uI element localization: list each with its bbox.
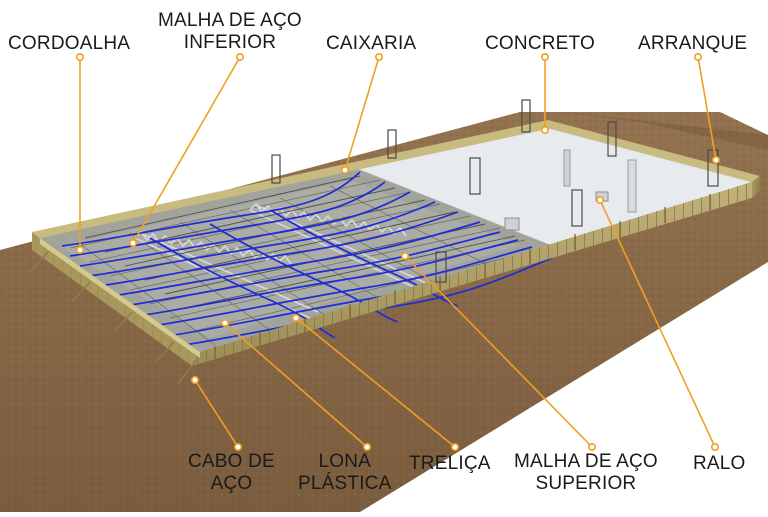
- label-malha-inferior-line1: MALHA DE AÇO: [158, 10, 302, 31]
- label-trelica-text: TRELIÇA: [409, 453, 491, 474]
- label-arranque-text: ARRANQUE: [638, 33, 748, 54]
- label-arranque: ARRANQUE: [638, 33, 747, 55]
- starter-bars: [271, 99, 719, 283]
- label-trelica: TRELIÇA: [409, 453, 491, 475]
- tendon-cables: [61, 171, 553, 346]
- label-lona-plastica: LONA PLÁSTICA: [298, 451, 391, 495]
- label-malha-inferior: MALHA DE AÇO INFERIOR: [158, 10, 302, 54]
- label-malha-superior-line2: SUPERIOR: [535, 473, 637, 494]
- label-ralo-text: RALO: [693, 453, 746, 474]
- label-malha-superior: MALHA DE AÇO SUPERIOR: [514, 451, 658, 495]
- label-concreto-text: CONCRETO: [485, 33, 595, 54]
- label-ralo: RALO: [693, 453, 746, 475]
- label-cabo-de-aco: CABO DE AÇO: [188, 451, 275, 495]
- label-cabo-de-aco-line1: CABO DE: [188, 451, 275, 472]
- label-cordoalha: CORDOALHA: [8, 33, 130, 55]
- label-cordoalha-text: CORDOALHA: [8, 33, 131, 54]
- label-lona-plastica-line1: LONA: [318, 451, 371, 472]
- formwork: [29, 120, 760, 385]
- label-caixaria-text: CAIXARIA: [326, 33, 417, 54]
- label-malha-inferior-line2: INFERIOR: [183, 32, 277, 53]
- label-malha-superior-line1: MALHA DE AÇO: [514, 451, 658, 472]
- label-lona-plastica-line2: PLÁSTICA: [298, 473, 392, 494]
- label-cabo-de-aco-line2: AÇO: [210, 473, 253, 494]
- label-concreto: CONCRETO: [485, 33, 595, 55]
- label-caixaria: CAIXARIA: [326, 33, 416, 55]
- leader-markers: [76, 52, 720, 451]
- drains: [504, 149, 637, 231]
- leader-lines: [79, 56, 717, 448]
